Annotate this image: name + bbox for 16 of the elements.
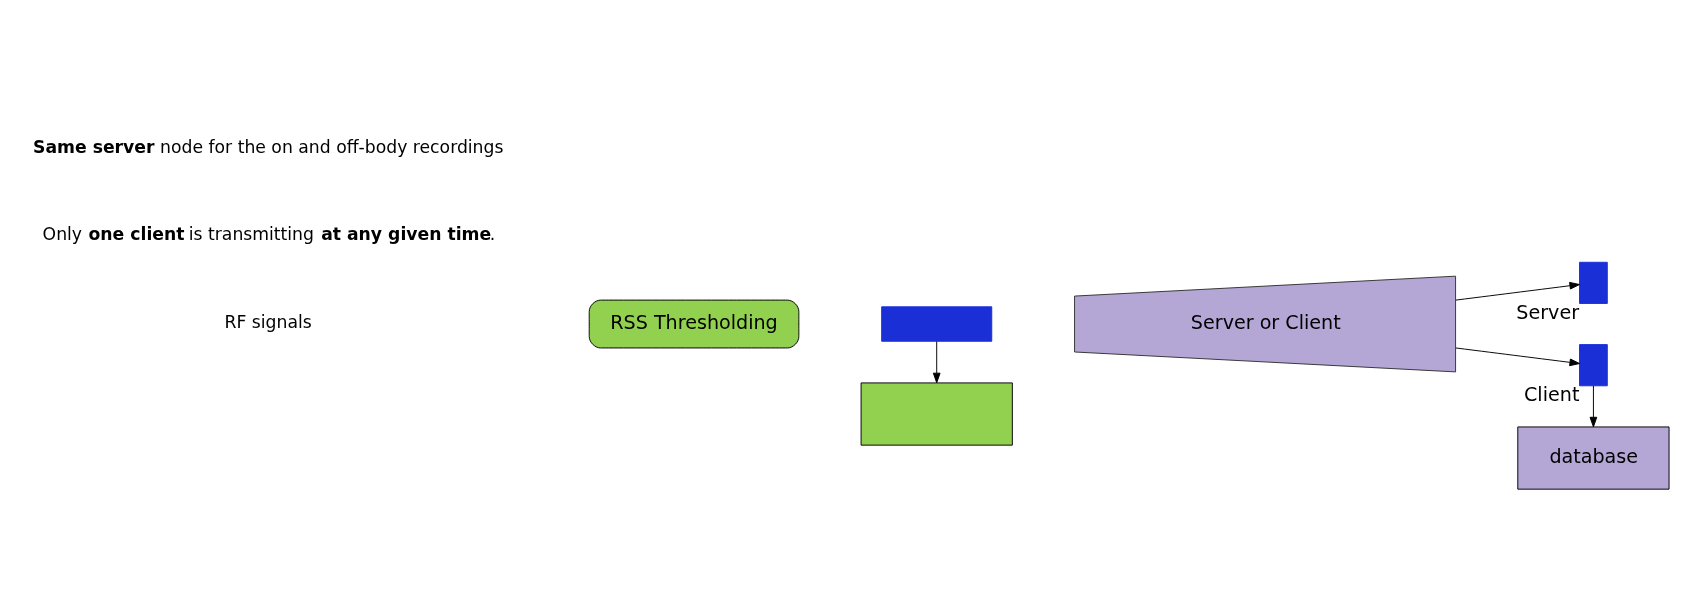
node-box [860,382,1013,446]
node-box: Server or Client [1074,275,1457,373]
node-box: RSS Thresholding [588,299,800,349]
arrow [932,340,941,384]
arrow [1589,385,1598,428]
arrow [1455,281,1580,301]
arrow [1455,347,1580,367]
node-label: Server [1516,300,1580,324]
node-box [1579,344,1608,387]
node-box: database [1517,426,1670,490]
node-box [1579,261,1608,304]
node-box [881,306,993,342]
label: Only one client is transmitting at any given time. [42,224,496,245]
label: RF signals [224,312,312,333]
label: Same server node for the on and off-body recordings [33,137,504,158]
node-label: Client [1524,383,1580,407]
